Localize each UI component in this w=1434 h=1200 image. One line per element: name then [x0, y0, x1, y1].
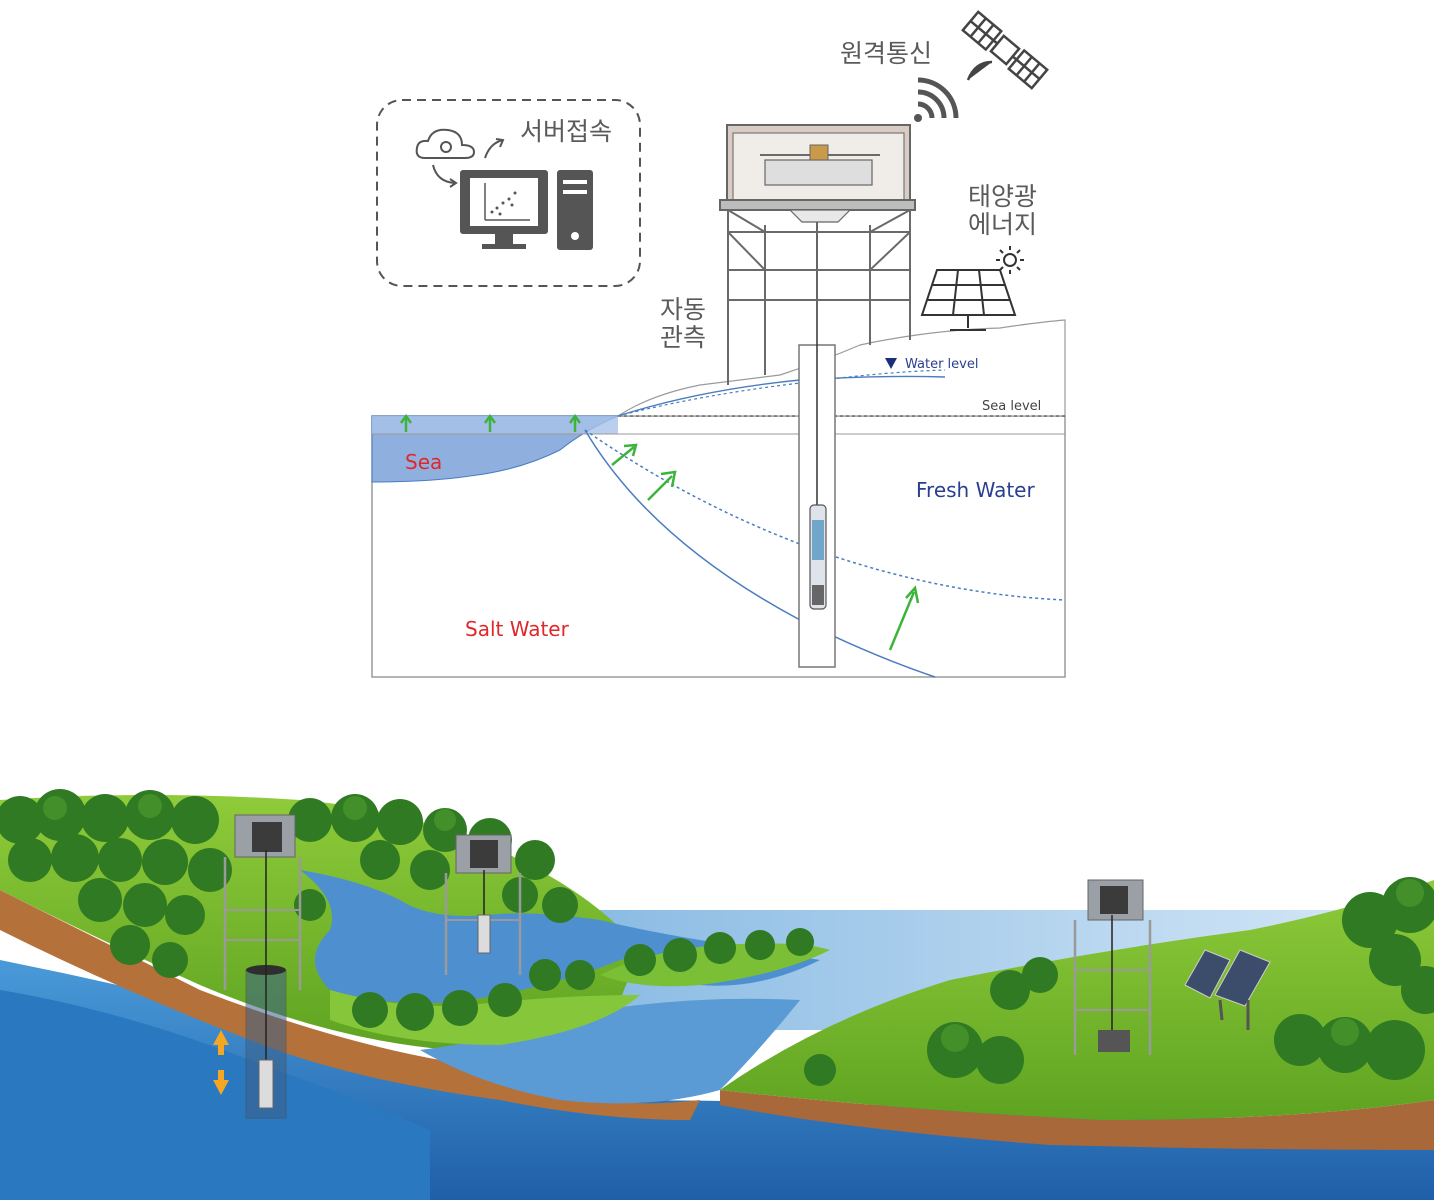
solar-energy-label-1: 태양광 — [968, 182, 1037, 211]
cloud-icon — [415, 128, 505, 188]
monitor-icon — [460, 170, 548, 249]
sun-icon — [996, 246, 1024, 274]
interface-dashed — [584, 429, 1066, 601]
auto-observation-label-1: 자동 — [660, 295, 706, 324]
server-access-label: 서버접속 — [520, 117, 612, 146]
water-level-triangle-icon — [885, 358, 897, 369]
middle-island — [600, 943, 830, 987]
flow-arrows — [399, 413, 920, 651]
auto-observation-label-2: 관측 — [660, 323, 706, 352]
pc-tower-icon — [557, 170, 593, 250]
sea-label: Sea — [405, 450, 442, 474]
solar-panel-icon — [920, 269, 1017, 331]
station-left-with-well — [213, 814, 302, 1119]
sea-level-label: Sea level — [982, 399, 1041, 414]
water-level-label: Water level — [905, 357, 978, 372]
estuary-bay — [420, 998, 800, 1104]
sea-surface-band — [372, 416, 618, 434]
schematic-diagram: 원격통신 서버접속 태양광 에너지 자동 관측 Water level Sea … — [371, 10, 1066, 678]
tree-clusters — [0, 789, 1434, 1086]
land-surface — [615, 319, 1066, 417]
station-center — [444, 834, 522, 975]
right-land-soil — [720, 1090, 1434, 1150]
server-group-box — [376, 99, 641, 287]
coastal-landscape-illustration — [0, 789, 1434, 1200]
fresh-water-label: Fresh Water — [916, 478, 1035, 502]
satellite-icon — [961, 10, 1049, 90]
monitoring-tower — [719, 124, 916, 385]
ocean-left — [0, 990, 430, 1200]
remote-comm-label: 원격통신 — [840, 39, 932, 68]
middle-peninsula — [330, 990, 640, 1045]
station-right — [1073, 879, 1152, 1055]
sensor-probe — [809, 504, 827, 610]
solar-array — [1184, 949, 1271, 1030]
solar-energy-label-2: 에너지 — [968, 210, 1037, 239]
interface-solid — [584, 429, 936, 678]
salt-water-label: Salt Water — [465, 617, 570, 641]
wifi-icon — [914, 77, 959, 122]
right-land-grass — [720, 880, 1434, 1120]
